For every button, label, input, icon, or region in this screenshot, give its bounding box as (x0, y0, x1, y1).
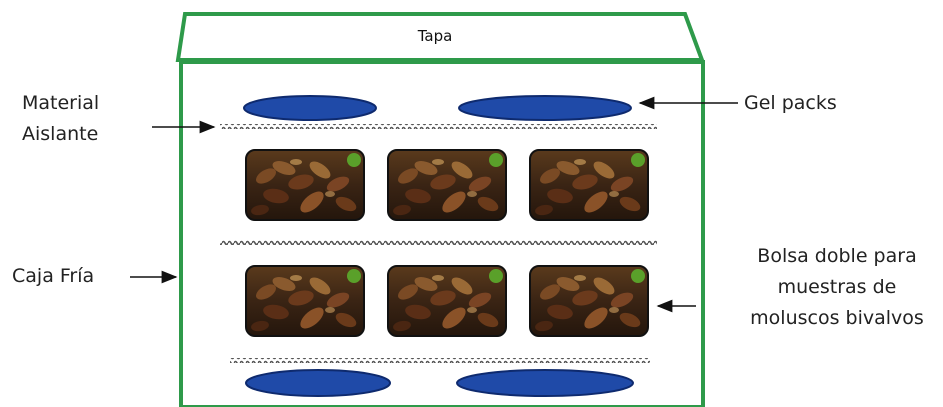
insulation-label-line: Material (22, 92, 100, 114)
sample-bag-photo (245, 265, 365, 337)
insulation-label-line: Aislante (22, 123, 99, 145)
sample-bag-photo (387, 265, 507, 337)
insulation-layer (230, 358, 650, 363)
insulation-layer (220, 240, 657, 245)
sample-bag-label: Bolsa doble para muestras de moluscos bi… (732, 241, 942, 334)
cold-box-body (179, 60, 705, 407)
cold-box-label: Caja Fría (12, 265, 95, 287)
gel-pack (243, 95, 377, 121)
gel-pack (456, 369, 634, 397)
gel-pack (458, 95, 632, 121)
sample-bag-photo (245, 149, 365, 221)
lid-label: Tapa (417, 27, 453, 45)
insulation-label: Material Aislante (22, 88, 99, 150)
sample-bag-label-line: muestras de (777, 276, 897, 298)
sample-bag-label-line: moluscos bivalvos (750, 307, 924, 329)
sample-bag-label-line: Bolsa doble para (757, 245, 917, 267)
gel-pack (245, 369, 391, 397)
gel-packs-label: Gel packs (744, 92, 837, 114)
sample-bag-photo (529, 149, 649, 221)
insulation-layer (220, 124, 657, 129)
sample-bag-photo (387, 149, 507, 221)
sample-bag-photo (529, 265, 649, 337)
